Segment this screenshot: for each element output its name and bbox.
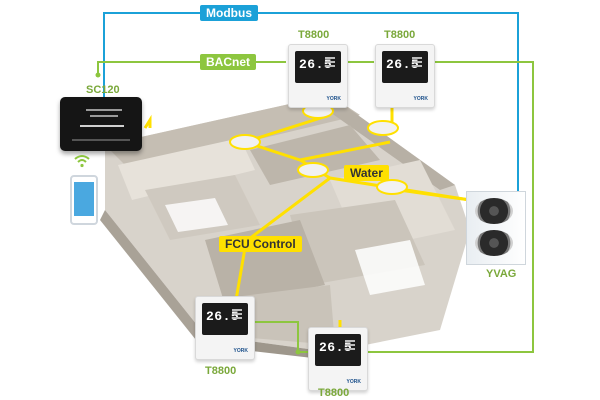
thermostat-logo: YORK bbox=[346, 379, 361, 385]
thermostat-logo: YORK bbox=[233, 348, 248, 354]
thermostat-display: 26.5 bbox=[299, 57, 333, 72]
thermostat-display: 26.5 bbox=[386, 57, 420, 72]
fcu-control-tag: FCU Control bbox=[219, 236, 302, 252]
floor-plan-illustration bbox=[100, 95, 470, 360]
bacnet-line-bottom bbox=[252, 321, 308, 353]
thermostat-icon: 26.5 YORK bbox=[308, 327, 368, 391]
thermostat-icon: 26.5 YORK bbox=[375, 44, 435, 108]
outdoor-unit-icon bbox=[466, 191, 526, 265]
fan-coil-unit-icon bbox=[229, 103, 408, 195]
bacnet-line bbox=[97, 61, 286, 75]
touch-panel-icon bbox=[60, 97, 142, 151]
t8800-label-top-left: T8800 bbox=[298, 29, 330, 41]
t8800-label-bottom-left: T8800 bbox=[205, 365, 237, 377]
thermostat-icon: 26.5 YORK bbox=[288, 44, 348, 108]
t8800-label-top-right: T8800 bbox=[384, 29, 416, 41]
t8800-label-bottom-right: T8800 bbox=[318, 387, 350, 399]
thermostat-logo: YORK bbox=[326, 96, 341, 102]
thermostat-display: 26.5 bbox=[319, 340, 353, 355]
wifi-icon bbox=[74, 155, 90, 168]
modbus-tag: Modbus bbox=[200, 5, 258, 21]
smartphone-icon bbox=[70, 175, 98, 225]
bacnet-line-right bbox=[366, 61, 534, 353]
yvag-label: YVAG bbox=[486, 268, 517, 280]
thermostat-logo: YORK bbox=[413, 96, 428, 102]
sc120-label: SC120 bbox=[86, 84, 120, 96]
modbus-line bbox=[103, 12, 519, 191]
thermostat-icon: 26.5 YORK bbox=[195, 296, 255, 360]
bacnet-tag: BACnet bbox=[200, 54, 256, 70]
thermostat-display: 26.5 bbox=[206, 309, 240, 324]
water-tag: Water bbox=[344, 165, 389, 181]
